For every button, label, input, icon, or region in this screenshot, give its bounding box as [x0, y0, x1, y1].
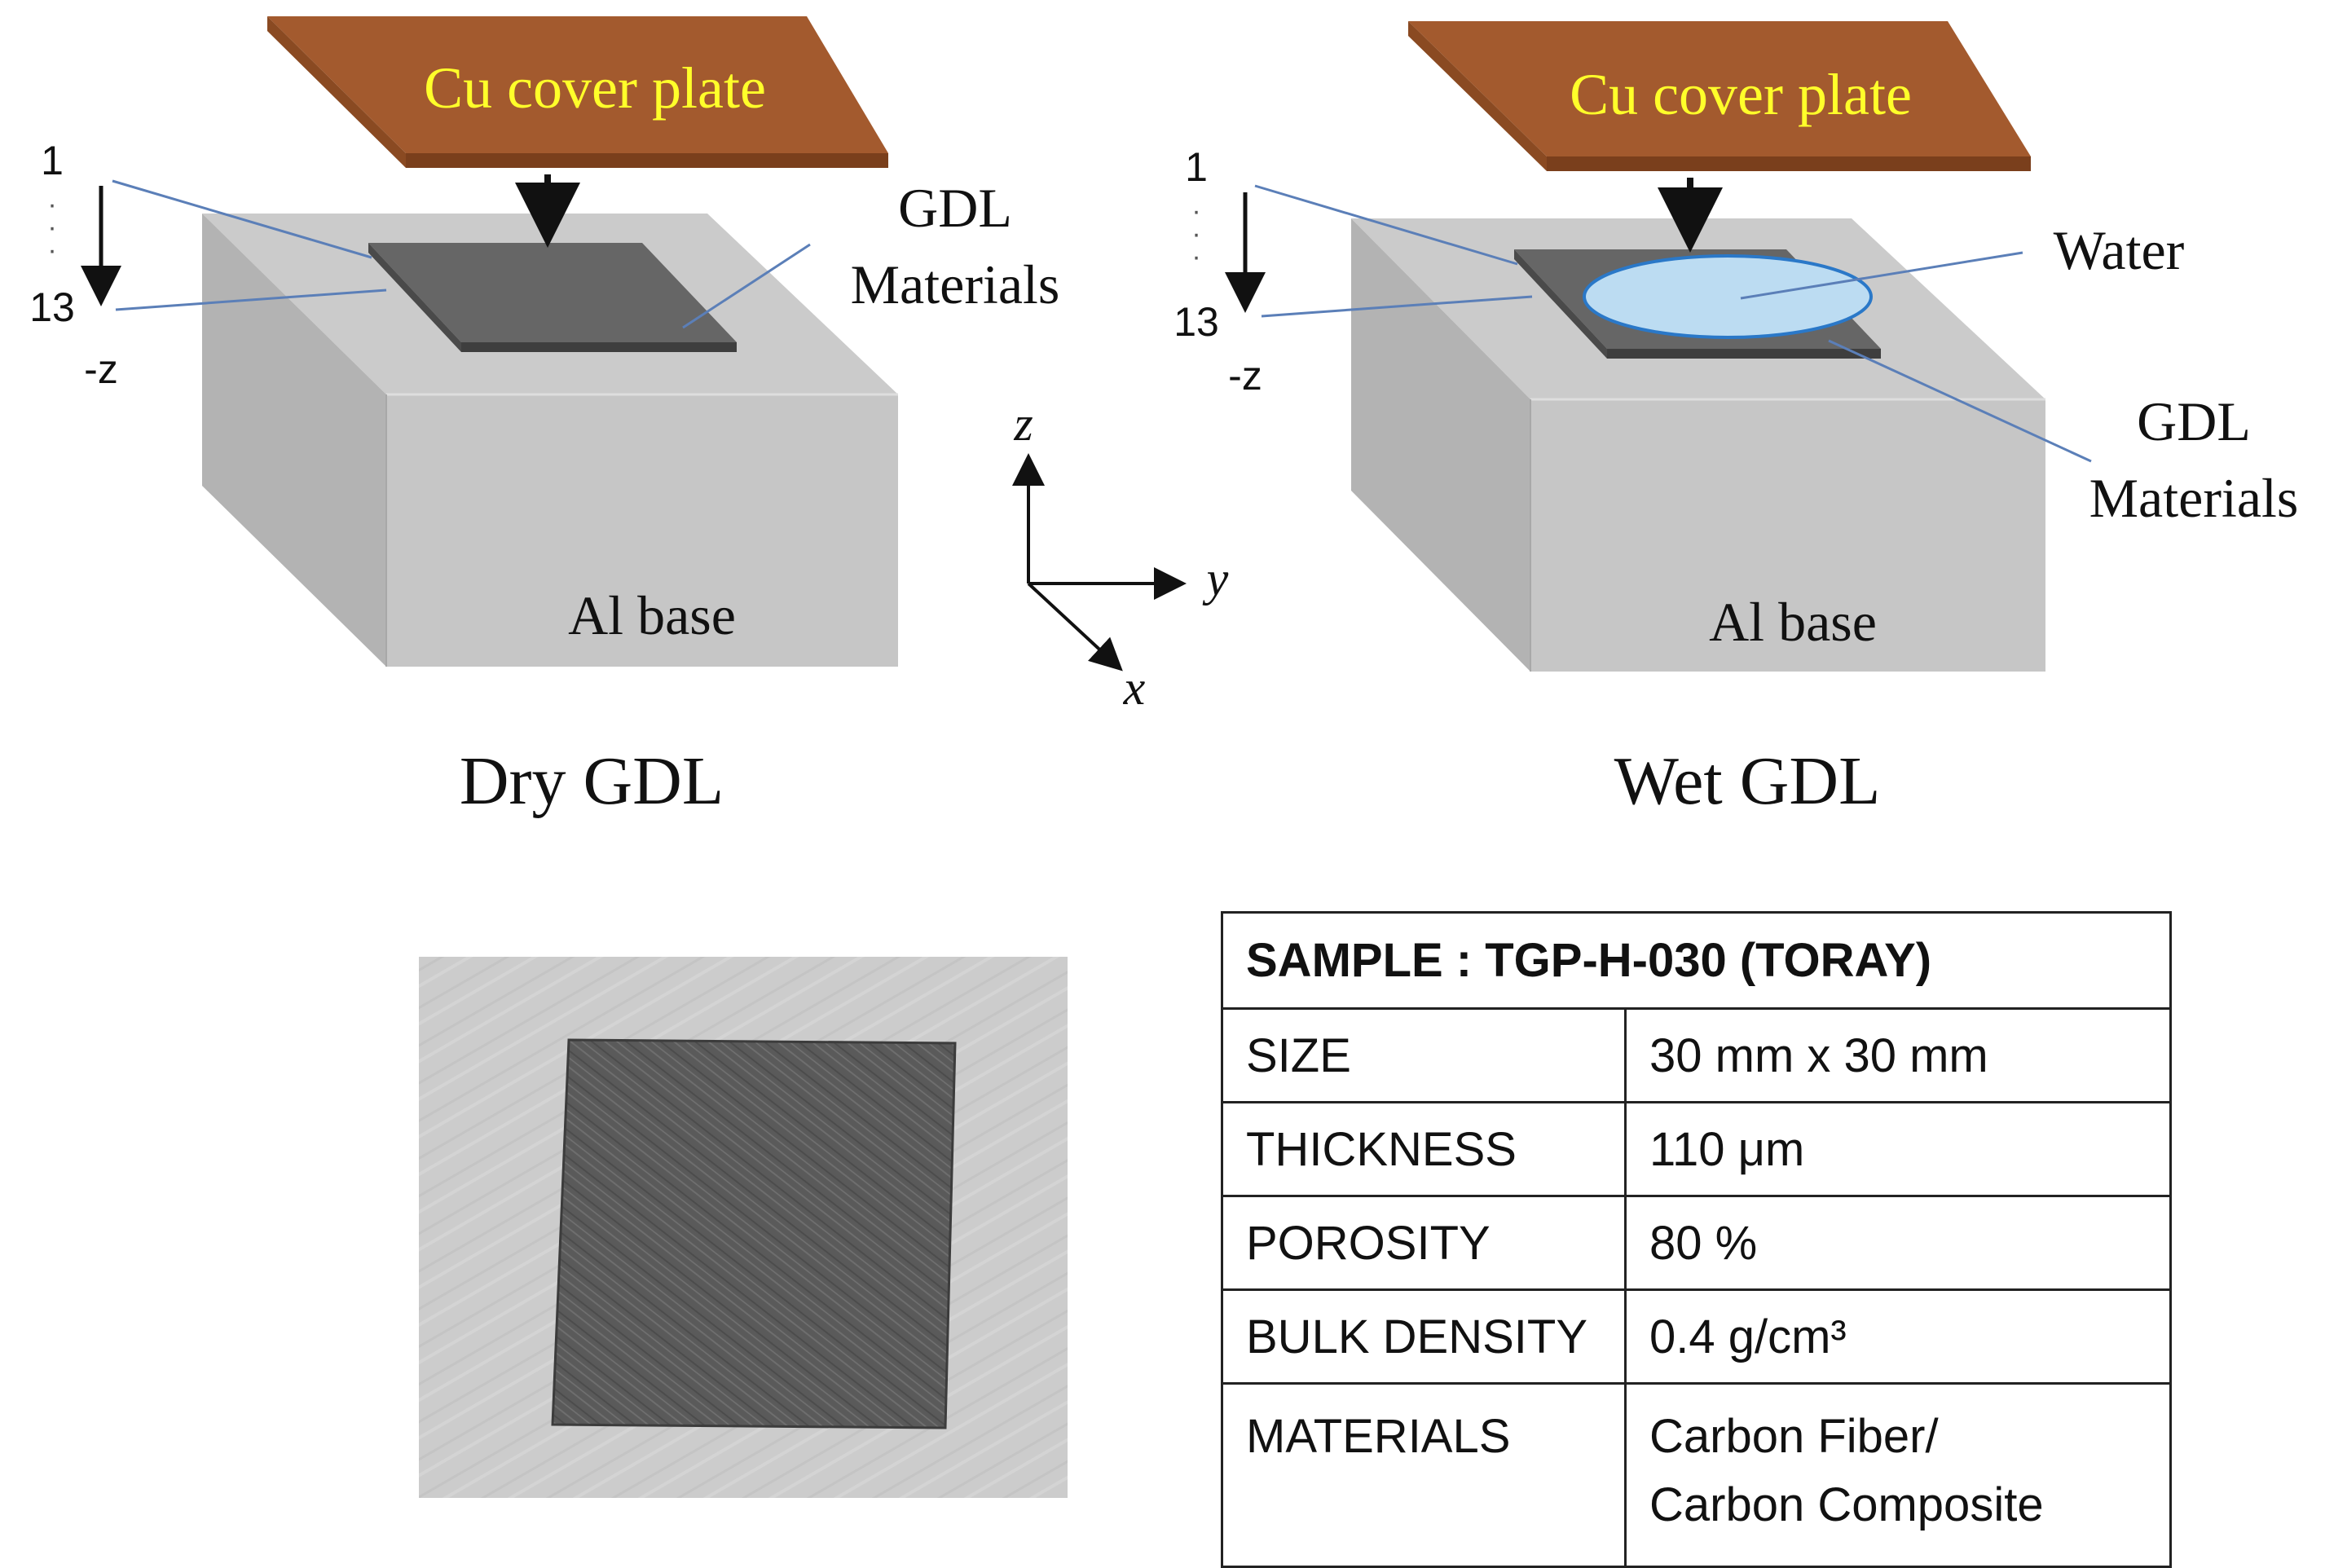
dry-caption: Dry GDL [460, 743, 724, 819]
table-value: Carbon Fiber/ Carbon Composite [1624, 1382, 2172, 1568]
dry-gdl-diagram: Cu cover plate GDL Materials 1 · · · 13 … [29, 16, 1059, 819]
table-value: 110 μm [1624, 1101, 2172, 1197]
table-title: SAMPLE : TGP-H-030 (TORAY) [1221, 911, 2172, 1010]
wet-layer-bottom-label: 13 [1174, 299, 1219, 345]
wet-gdl-label-line2: Materials [2089, 467, 2299, 529]
table-row: BULK DENSITY 0.4 g/cm³ [1221, 1288, 2172, 1385]
wet-water-label: Water [2054, 219, 2185, 281]
table-row: POROSITY 80 % [1221, 1195, 2172, 1291]
table-row: MATERIALS Carbon Fiber/ Carbon Composite [1221, 1382, 2172, 1568]
wet-layer-dots-2: · [1191, 218, 1200, 249]
table-row: SIZE 30 mm x 30 mm [1221, 1007, 2172, 1103]
dry-layer-top-label: 1 [41, 138, 64, 183]
wet-al-base-left [1351, 218, 1530, 672]
dry-al-base-front [386, 394, 898, 667]
table-value-line1: Carbon Fiber/ [1649, 1410, 1939, 1463]
table-value: 80 % [1624, 1195, 2172, 1291]
wet-gdl-leader [1828, 339, 2092, 463]
dry-base-label: Al base [568, 584, 736, 646]
axis-z-label: z [1013, 397, 1033, 451]
table-row: THICKNESS 110 μm [1221, 1101, 2172, 1197]
dry-depth-axis-label: -z [84, 346, 118, 392]
dry-layer-bottom-leader [115, 288, 387, 311]
dry-gdl-sheet [368, 243, 737, 342]
table-key: SIZE [1221, 1007, 1627, 1103]
wet-layer-top-leader [1254, 184, 1518, 266]
axis-y-label: y [1202, 552, 1229, 606]
wet-gdl-diagram: Cu cover plate Water GDL Materials 1 · ·… [1174, 21, 2298, 819]
wet-layer-dots: · [1191, 196, 1200, 227]
wet-layer-dots-3: · [1191, 241, 1200, 272]
table-key: THICKNESS [1221, 1101, 1627, 1197]
wet-gdl-label-line1: GDL [2137, 390, 2251, 452]
wet-layer-bottom-leader [1261, 295, 1533, 318]
wet-water-droplet [1583, 254, 1873, 339]
dry-gdl-label-line1: GDL [898, 177, 1012, 239]
table-value: 30 mm x 30 mm [1624, 1007, 2172, 1103]
coordinate-axes: z y x [1012, 397, 1229, 715]
wet-layer-top-label: 1 [1185, 144, 1208, 190]
sample-photo [419, 957, 1068, 1498]
wet-base-label: Al base [1709, 591, 1877, 653]
wet-water-leader [1740, 251, 2023, 300]
wet-caption: Wet GDL [1614, 743, 1881, 819]
table-key: MATERIALS [1221, 1382, 1627, 1568]
dry-layer-bottom-label: 13 [29, 284, 75, 330]
dry-gdl-label-line2: Materials [851, 253, 1060, 315]
dry-gdl-leader [682, 243, 811, 329]
table-key: BULK DENSITY [1221, 1288, 1627, 1385]
dry-layer-top-leader [112, 179, 372, 259]
wet-cover-label: Cu cover plate [1570, 62, 1912, 127]
table-value-line2: Carbon Composite [1649, 1478, 2044, 1531]
dry-layer-dots-3: · [47, 235, 56, 266]
axis-x-label: x [1123, 661, 1146, 715]
dry-al-base-left [202, 214, 386, 667]
dry-layer-dots: · [47, 189, 56, 220]
sample-spec-table: SAMPLE : TGP-H-030 (TORAY) SIZE 30 mm x … [1221, 911, 2172, 1568]
dry-layer-dots-2: · [47, 212, 56, 243]
gdl-sample-sheet [553, 1040, 955, 1428]
wet-al-base-front [1530, 399, 2045, 672]
wet-depth-axis-label: -z [1228, 353, 1262, 399]
table-value: 0.4 g/cm³ [1624, 1288, 2172, 1385]
table-header-row: SAMPLE : TGP-H-030 (TORAY) [1221, 911, 2172, 1010]
dry-cover-label: Cu cover plate [424, 55, 766, 121]
table-key: POROSITY [1221, 1195, 1627, 1291]
